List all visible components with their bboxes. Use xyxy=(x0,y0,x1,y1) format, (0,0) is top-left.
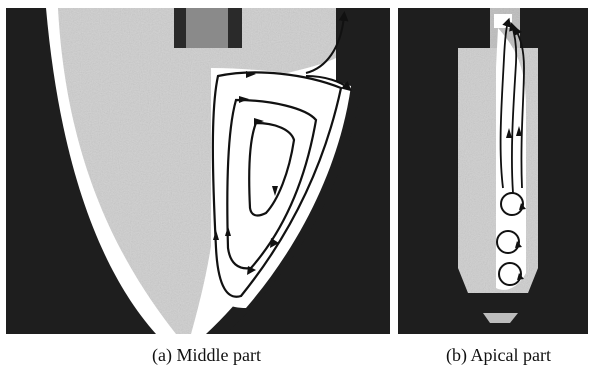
instrument-right xyxy=(228,8,242,48)
instrument-left xyxy=(174,8,186,48)
apical-part-illustration xyxy=(398,8,588,334)
middle-part-illustration xyxy=(6,8,390,334)
caption-middle-part: (a) Middle part xyxy=(152,345,261,366)
panel-apical-part xyxy=(398,8,588,334)
panel-middle-part xyxy=(6,8,390,334)
instrument-tip xyxy=(186,8,228,48)
caption-apical-part: (b) Apical part xyxy=(446,345,551,366)
needle-tip xyxy=(494,14,512,28)
